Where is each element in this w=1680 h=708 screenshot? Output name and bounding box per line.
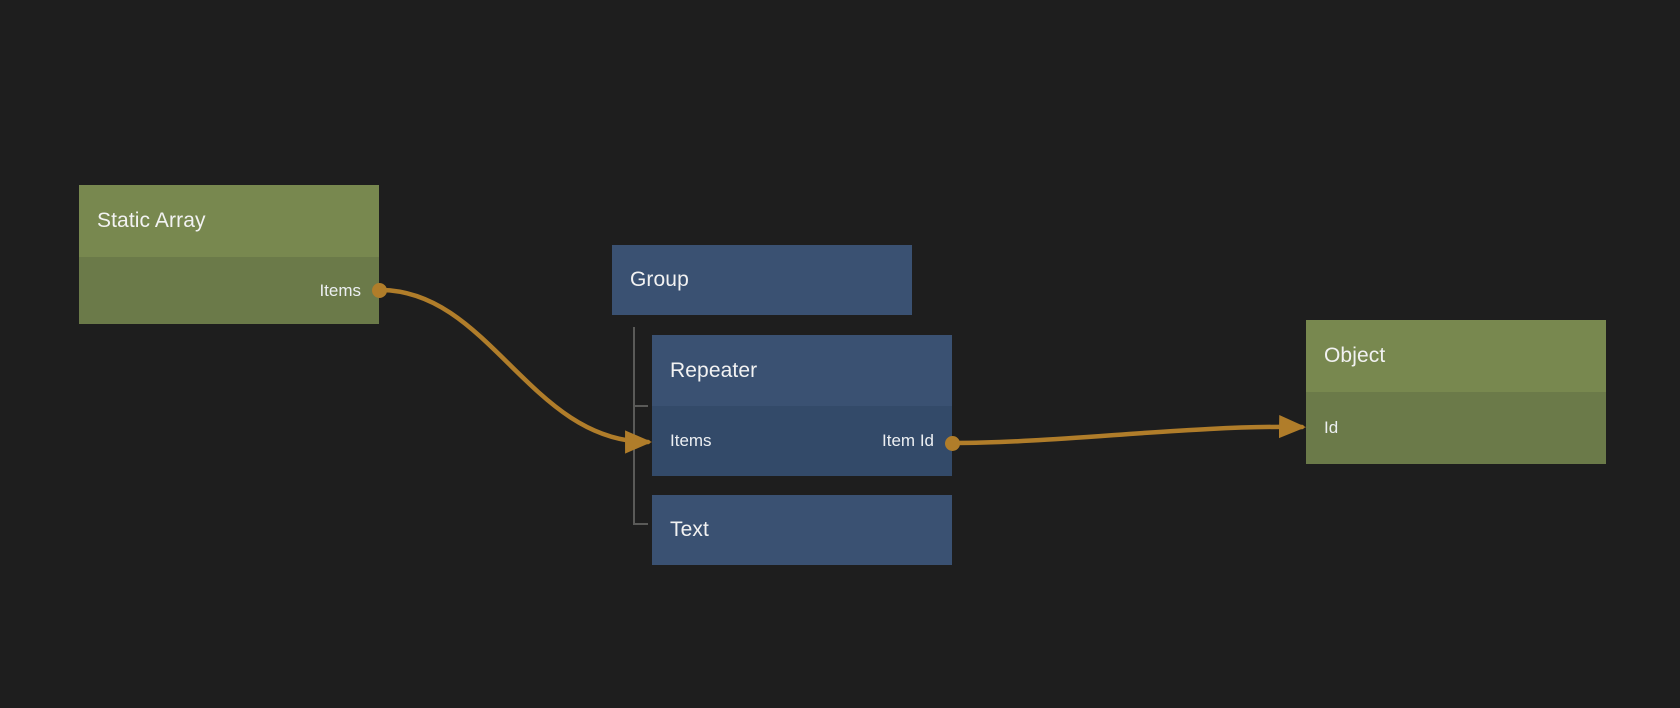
output-port-label-items: Items — [319, 280, 361, 300]
group-tree-branch-repeater — [633, 405, 648, 407]
port-row-static-array-items[interactable]: Items — [79, 257, 379, 324]
output-port-label-item-id: Item Id — [882, 431, 934, 450]
output-port-dot-repeater-item-id[interactable] — [945, 436, 960, 451]
node-text-title: Text — [670, 518, 709, 541]
node-static-array-header[interactable]: Static Array — [79, 185, 379, 257]
connection-repeater-to-object — [951, 414, 1307, 446]
node-static-array-title: Static Array — [97, 209, 206, 232]
node-object[interactable]: Object Id — [1306, 320, 1606, 464]
group-tree-trunk — [633, 327, 635, 525]
output-port-dot-static-array-items[interactable] — [372, 283, 387, 298]
port-row-repeater-items[interactable]: Items Item Id — [652, 406, 952, 476]
port-row-object-id[interactable]: Id — [1306, 392, 1606, 464]
node-repeater-header[interactable]: Repeater — [652, 335, 952, 406]
group-tree-branch-text — [633, 523, 648, 525]
node-group-header[interactable]: Group — [612, 245, 912, 315]
node-text-header[interactable]: Text — [652, 495, 952, 565]
node-static-array[interactable]: Static Array Items — [79, 185, 379, 324]
node-repeater-body: Items Item Id — [652, 406, 952, 476]
node-repeater-title: Repeater — [670, 358, 758, 382]
node-repeater[interactable]: Repeater Items Item Id — [652, 335, 952, 476]
input-port-label-items: Items — [670, 431, 712, 450]
node-text[interactable]: Text — [652, 495, 952, 565]
node-static-array-body: Items — [79, 257, 379, 324]
node-group[interactable]: Group — [612, 245, 912, 315]
node-object-header[interactable]: Object — [1306, 320, 1606, 392]
input-port-label-id: Id — [1324, 418, 1339, 437]
connection-static-array-to-repeater — [377, 287, 653, 454]
node-object-body: Id — [1306, 392, 1606, 464]
node-object-title: Object — [1324, 344, 1386, 367]
node-group-title: Group — [630, 268, 689, 291]
